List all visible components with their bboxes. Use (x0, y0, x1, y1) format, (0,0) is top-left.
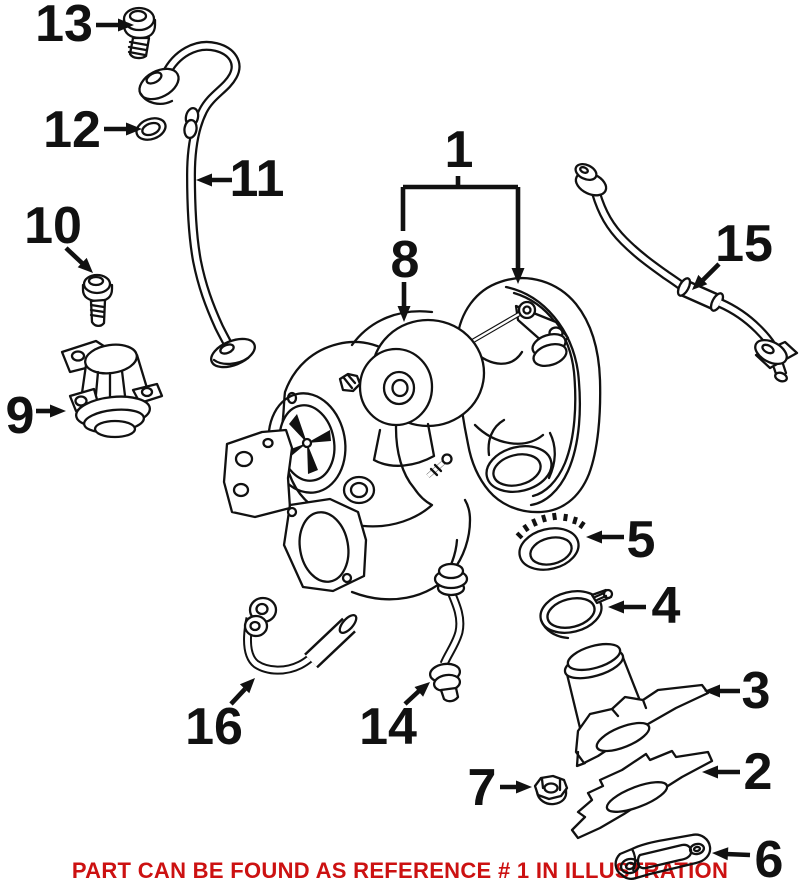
callout-16: 16 (185, 698, 243, 756)
part-5-lock-ring (515, 512, 586, 571)
part-11-oil-supply-line (138, 40, 256, 369)
callout-2: 2 (743, 743, 773, 801)
callout-12: 12 (43, 101, 101, 159)
callout-1: 1 (444, 121, 474, 179)
callout-15: 15 (715, 215, 773, 273)
part-4-vband-clamp (539, 588, 614, 640)
part-6-bracket (614, 833, 712, 880)
part-14-oil-drain-pipe (428, 562, 469, 703)
callout-10: 10 (24, 197, 82, 255)
callout-9: 9 (5, 387, 35, 445)
part-3-outlet-elbow (563, 642, 710, 768)
turbocharger-illustration (222, 277, 602, 601)
part-15-coolant-line (574, 162, 799, 383)
callout-14: 14 (359, 698, 417, 756)
callout-6: 6 (754, 831, 784, 889)
callout-arrows (36, 18, 751, 861)
part-2-gasket (570, 749, 714, 840)
callout-3: 3 (741, 662, 771, 720)
part-16-return-line (243, 596, 358, 675)
part-13-banjo-bolt (122, 6, 157, 60)
part-10-bolt (81, 273, 114, 328)
callout-5: 5 (626, 511, 656, 569)
part-9-actuator (60, 339, 164, 439)
part-7-nut (533, 774, 569, 806)
callout-4: 4 (651, 577, 681, 635)
part-12-seal-ring (135, 117, 167, 141)
callout-7: 7 (467, 759, 497, 817)
callout-8: 8 (390, 231, 420, 289)
callout-13: 13 (35, 0, 93, 53)
callout-11: 11 (229, 150, 285, 208)
